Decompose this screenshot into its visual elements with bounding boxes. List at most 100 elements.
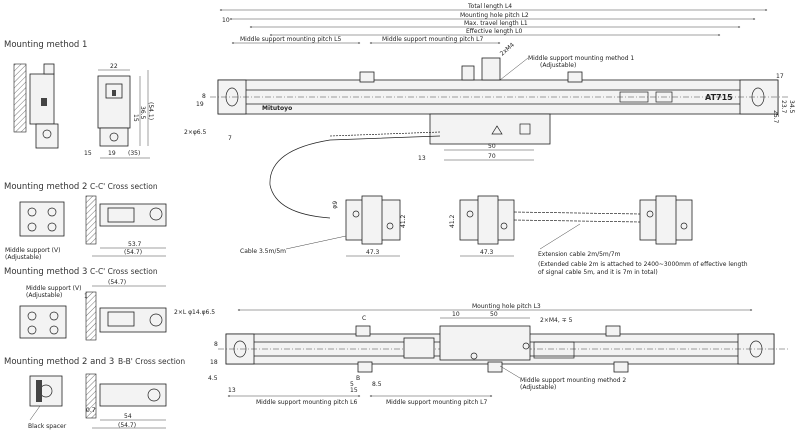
bb-dim-54: 54 xyxy=(124,413,132,420)
bottom-scale-view: Mounting hole pitch L3 2×L φ14.φ6.5 2×M4… xyxy=(174,303,790,406)
top-adjustable-label: (Adjustable) xyxy=(540,62,576,69)
top-support-adjustable xyxy=(481,57,501,81)
top-support-2 xyxy=(461,65,475,81)
pitch-l7-label: Middle support mounting pitch L7 xyxy=(382,36,484,43)
pitch-l5-label: Middle support mounting pitch L5 xyxy=(240,36,342,43)
middle-support-method-1-label: Middle support mounting method 1 xyxy=(528,55,634,62)
bottom-support-3 xyxy=(605,325,621,337)
top-dim-8: 8 xyxy=(202,93,206,100)
mm3-support-front xyxy=(19,305,67,339)
section-mark-c: C xyxy=(362,315,366,322)
extension-cable xyxy=(513,211,641,215)
mounting-method-2-title: Mounting method 2 xyxy=(4,182,87,192)
bottom-dim-18: 18 xyxy=(210,359,218,366)
signal-cable xyxy=(269,135,441,219)
top-dim-34-5: 34.5 xyxy=(788,100,795,114)
bottom-mounting-hole-pitch-l3: Mounting hole pitch L3 xyxy=(472,303,541,310)
top-dim-25-7: 25.7 xyxy=(772,110,779,124)
cable-note-line1: (Extended cable 2m is attached to 2400~3… xyxy=(538,261,748,268)
reading-head xyxy=(429,113,551,145)
bottom-dim-13: 13 xyxy=(228,387,236,394)
top-dim-7: 7 xyxy=(228,135,232,142)
mounting-hole-pitch-l2: Mounting hole pitch L2 xyxy=(460,12,529,19)
bottom-dim-10: 10 xyxy=(452,311,460,318)
top-dim-50: 50 xyxy=(488,143,496,150)
mm2-head xyxy=(107,207,135,223)
top-dim-19: 19 xyxy=(196,101,204,108)
brand-mitutoyo: Mitutoyo xyxy=(262,105,292,112)
cable-label: Cable 3.5m/5m xyxy=(240,248,286,255)
effective-length-label: Effective length L0 xyxy=(466,28,522,35)
bb-dim-54-7: (54.7) xyxy=(118,422,136,429)
conn2-dim-41-2: 41.2 xyxy=(449,214,456,228)
cable-dim-9: φ9 xyxy=(331,200,339,209)
section-mark-b: B xyxy=(356,375,360,382)
total-length-label: Total length L4 xyxy=(467,3,512,10)
top-dim-13: 13 xyxy=(418,155,426,162)
mm3-cross-section-title: C-C' Cross section xyxy=(90,267,158,276)
bottom-support-4 xyxy=(613,361,629,373)
mounting-method-3-title: Mounting method 3 xyxy=(4,267,87,277)
connector-1-center xyxy=(361,195,383,245)
dim-22: 22 xyxy=(110,63,118,70)
mm2-dim-54-7: (54.7) xyxy=(124,249,142,256)
mm2-cross-section-title: C-C' Cross section xyxy=(90,182,158,191)
mm2-dim-53-7: 53.7 xyxy=(128,241,142,248)
bottom-adjustable-label: (Adjustable) xyxy=(520,384,556,391)
bottom-dim-5: 5 xyxy=(350,381,354,388)
black-spacer-label: Black spacer xyxy=(28,423,67,430)
max-travel-label: Max. travel length L1 xyxy=(464,20,528,27)
dim-19: 19 xyxy=(108,150,116,157)
top-hole-label: 2×φ6.5 xyxy=(184,129,207,136)
scale-side-top xyxy=(43,63,55,75)
mounting-2-and-3-title: Mounting method 2 and 3 xyxy=(4,357,114,367)
dim-35: (35) xyxy=(128,150,140,157)
mount-hole xyxy=(42,129,52,139)
mm2-wall xyxy=(85,195,97,245)
bottom-support-2 xyxy=(487,361,503,373)
mounting-method-1-title: Mounting method 1 xyxy=(4,40,87,50)
bottom-spring-section xyxy=(403,337,435,359)
dim-15: 15 xyxy=(84,150,92,157)
bottom-hole-2xm4: 2×M4, ∓ 5 xyxy=(540,317,573,324)
black-spacer-part xyxy=(29,375,63,407)
model-at715: AT715 xyxy=(705,93,733,102)
bb-cross-section-title: B-B' Cross section xyxy=(118,357,185,366)
scale-side-marker xyxy=(41,98,47,106)
mm2-support-front xyxy=(19,201,65,237)
mounting-method-2-and-3: Mounting method 2 and 3 B-B' Cross secti… xyxy=(4,357,185,430)
mm3-wall xyxy=(85,291,97,341)
bottom-head-connector xyxy=(533,341,575,359)
top-support-1 xyxy=(359,71,375,83)
bottom-dim-4-5: 4.5 xyxy=(208,375,218,382)
scale-side-bottom xyxy=(35,123,59,149)
mm3-support-label: Middle support (V) xyxy=(26,285,81,292)
dim-54-1: (54.1) xyxy=(147,102,154,120)
bottom-dim-8: 8 xyxy=(214,341,218,348)
bottom-dim-15: 15 xyxy=(350,387,358,394)
bottom-dim-50: 50 xyxy=(490,311,498,318)
dim-36-5: 36.5 xyxy=(139,106,146,120)
bottom-dim-8-5: 8.5 xyxy=(372,381,382,388)
bottom-support-1 xyxy=(355,325,371,337)
extension-cable-label: Extension cable 2m/5m/7m xyxy=(538,251,621,258)
bb-scale-section xyxy=(99,383,167,407)
top-dim-23-7: 23.7 xyxy=(780,100,787,114)
connector-2-center xyxy=(477,195,499,245)
top-dim-2xm4: 2xM4 xyxy=(499,42,516,58)
top-support-3 xyxy=(567,71,583,83)
black-spacer xyxy=(36,380,42,402)
mm3-dim-54-7: (54.7) xyxy=(108,279,126,286)
mounting-method-2: Mounting method 2 C-C' Cross section Mid… xyxy=(4,182,167,261)
bottom-support-5 xyxy=(357,361,373,373)
top-dim-10: 10 xyxy=(222,17,230,24)
bottom-reading-head xyxy=(439,325,531,361)
mounting-method-1: Mounting method 1 22 15 19 (35) 36.5 (54… xyxy=(4,40,154,159)
mm2-adjustable: (Adjustable) xyxy=(5,254,41,261)
connector-3-center xyxy=(655,195,677,245)
bb-wall xyxy=(85,373,97,419)
conn1-dim-41-2: 41.2 xyxy=(400,214,407,228)
mm2-support-label: Middle support (V) xyxy=(5,247,60,254)
bottom-hole-label: 2×L φ14.φ6.5 xyxy=(174,309,215,316)
